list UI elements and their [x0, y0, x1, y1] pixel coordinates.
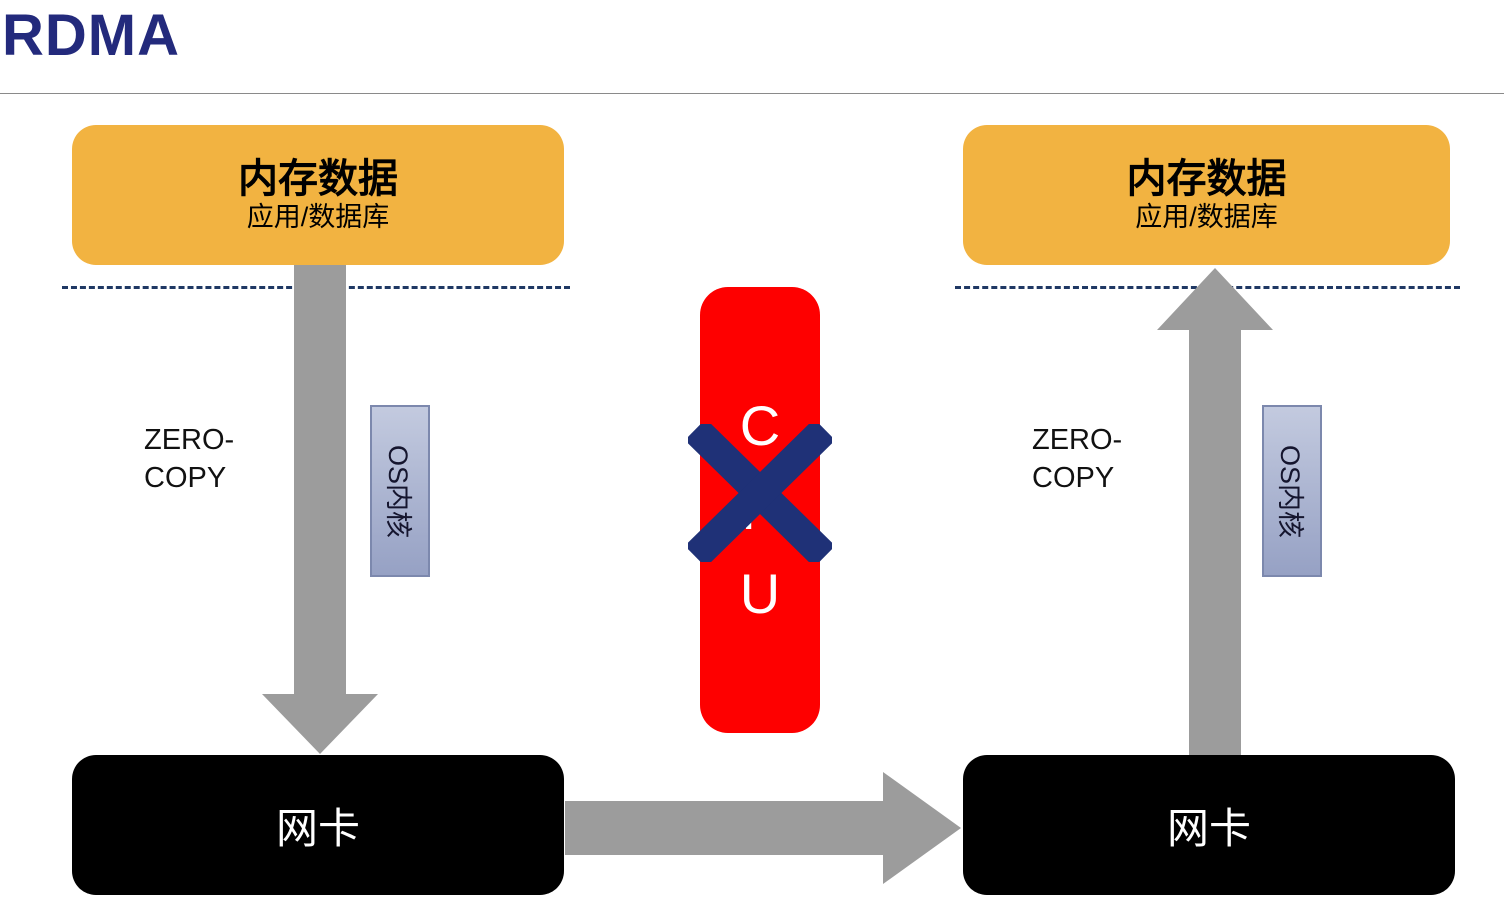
zero-copy-label-left: ZERO-COPY — [144, 424, 235, 494]
nic-box-right: 网卡 — [963, 755, 1455, 895]
title-divider — [0, 93, 1504, 94]
right-arrow-icon — [565, 772, 961, 884]
cpu-letter: C — [739, 394, 781, 457]
os-kernel-label: OS内核 — [382, 444, 413, 538]
nic-box-left: 网卡 — [72, 755, 564, 895]
memory-subtitle: 应用/数据库 — [246, 202, 390, 233]
memory-box-left: 内存数据 应用/数据库 — [72, 125, 564, 265]
nic-label: 网卡 — [275, 804, 360, 852]
os-kernel-box-right: OS内核 — [1262, 405, 1322, 577]
up-arrow-icon — [1157, 268, 1273, 760]
zero-copy-label-right: ZERO-COPY — [1032, 424, 1123, 494]
cross-out-icon — [688, 424, 832, 562]
memory-subtitle: 应用/数据库 — [1135, 202, 1278, 233]
memory-box-right: 内存数据 应用/数据库 — [963, 125, 1450, 265]
nic-label: 网卡 — [1166, 804, 1251, 852]
os-kernel-box-left: OS内核 — [370, 405, 430, 577]
down-arrow-icon — [262, 264, 378, 754]
memory-title: 内存数据 — [238, 157, 398, 202]
page-title: RDMA — [2, 3, 180, 68]
os-kernel-label: OS内核 — [1274, 444, 1305, 538]
cpu-letter: U — [739, 562, 781, 625]
memory-title: 内存数据 — [1126, 157, 1287, 202]
